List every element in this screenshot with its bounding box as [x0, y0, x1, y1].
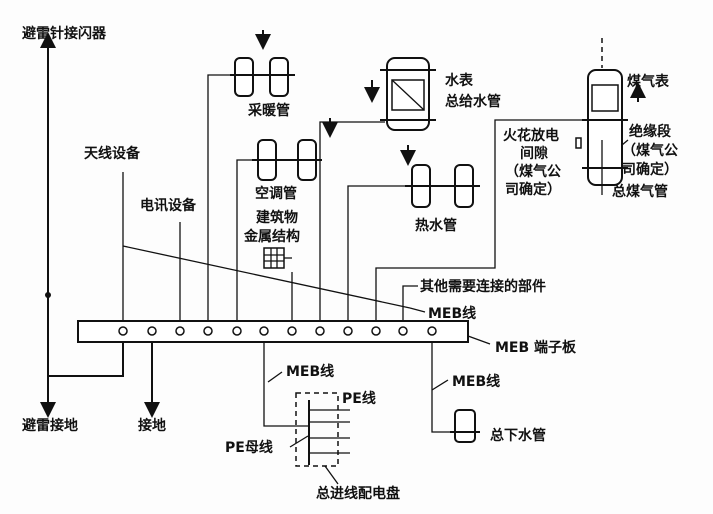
- insulation-label-2: （煤气公: [622, 142, 678, 159]
- antenna-label: 天线设备: [84, 145, 141, 162]
- distribution-board-label: 总进线配电盘: [316, 485, 400, 502]
- heating-pipe-icon: [230, 30, 295, 97]
- lightning-rod-label: 避雷针接闪器: [22, 25, 107, 42]
- pe-bus-label: PE母线: [225, 439, 273, 456]
- main-gas-pipe-label: 总煤气管: [612, 183, 668, 200]
- meb-line-right-label: MEB线: [452, 373, 500, 390]
- water-meter-label: 水表: [445, 72, 474, 89]
- ac-pipe-icon: [252, 118, 338, 181]
- distribution-board-icon: [289, 392, 350, 485]
- meb-diagonal-line: [122, 245, 411, 309]
- hot-water-pipe-label: 热水管: [415, 217, 457, 234]
- ground-label: 接地: [138, 417, 166, 434]
- lightning-ground-label: 避雷接地: [22, 417, 78, 434]
- building-metal-label-2: 金属结构: [243, 228, 300, 245]
- other-parts-label: 其他需要连接的部件: [420, 278, 546, 295]
- lightning-conductor: [40, 32, 124, 418]
- drain-pipe-icon: [450, 409, 480, 443]
- gas-meter-label: 煤气表: [627, 73, 670, 90]
- building-metal-label-1: 建筑物: [256, 209, 298, 226]
- telecom-label: 电讯设备: [140, 197, 197, 214]
- spark-gap-label-3: （煤气公: [505, 163, 561, 180]
- ac-pipe-label: 空调管: [255, 185, 297, 202]
- meb-line-left-label: MEB线: [286, 363, 334, 380]
- drain-pipe-label: 总下水管: [490, 427, 546, 444]
- water-meter-icon: [364, 57, 436, 131]
- spark-gap-label-4: 司确定）: [505, 181, 561, 198]
- meb-line-top-label: MEB线: [428, 305, 476, 322]
- building-structure-icon: [263, 247, 292, 269]
- main-water-pipe-label: 总给水管: [445, 93, 501, 110]
- meb-terminal-board: [77, 320, 491, 345]
- hot-water-pipe-icon: [400, 145, 480, 208]
- insulation-label-1: 绝缘段: [629, 123, 671, 140]
- insulation-label-3: 司确定）: [622, 161, 678, 178]
- meb-terminal-label: MEB 端子板: [495, 339, 577, 356]
- spark-gap-label-1: 火花放电: [503, 127, 559, 144]
- gas-meter-icon: [575, 38, 646, 195]
- spark-gap-label-2: 间隙: [520, 145, 548, 162]
- heating-pipe-label: 采暖管: [247, 102, 290, 119]
- pe-line-label: PE线: [342, 390, 376, 407]
- bonding-lines: [122, 74, 588, 433]
